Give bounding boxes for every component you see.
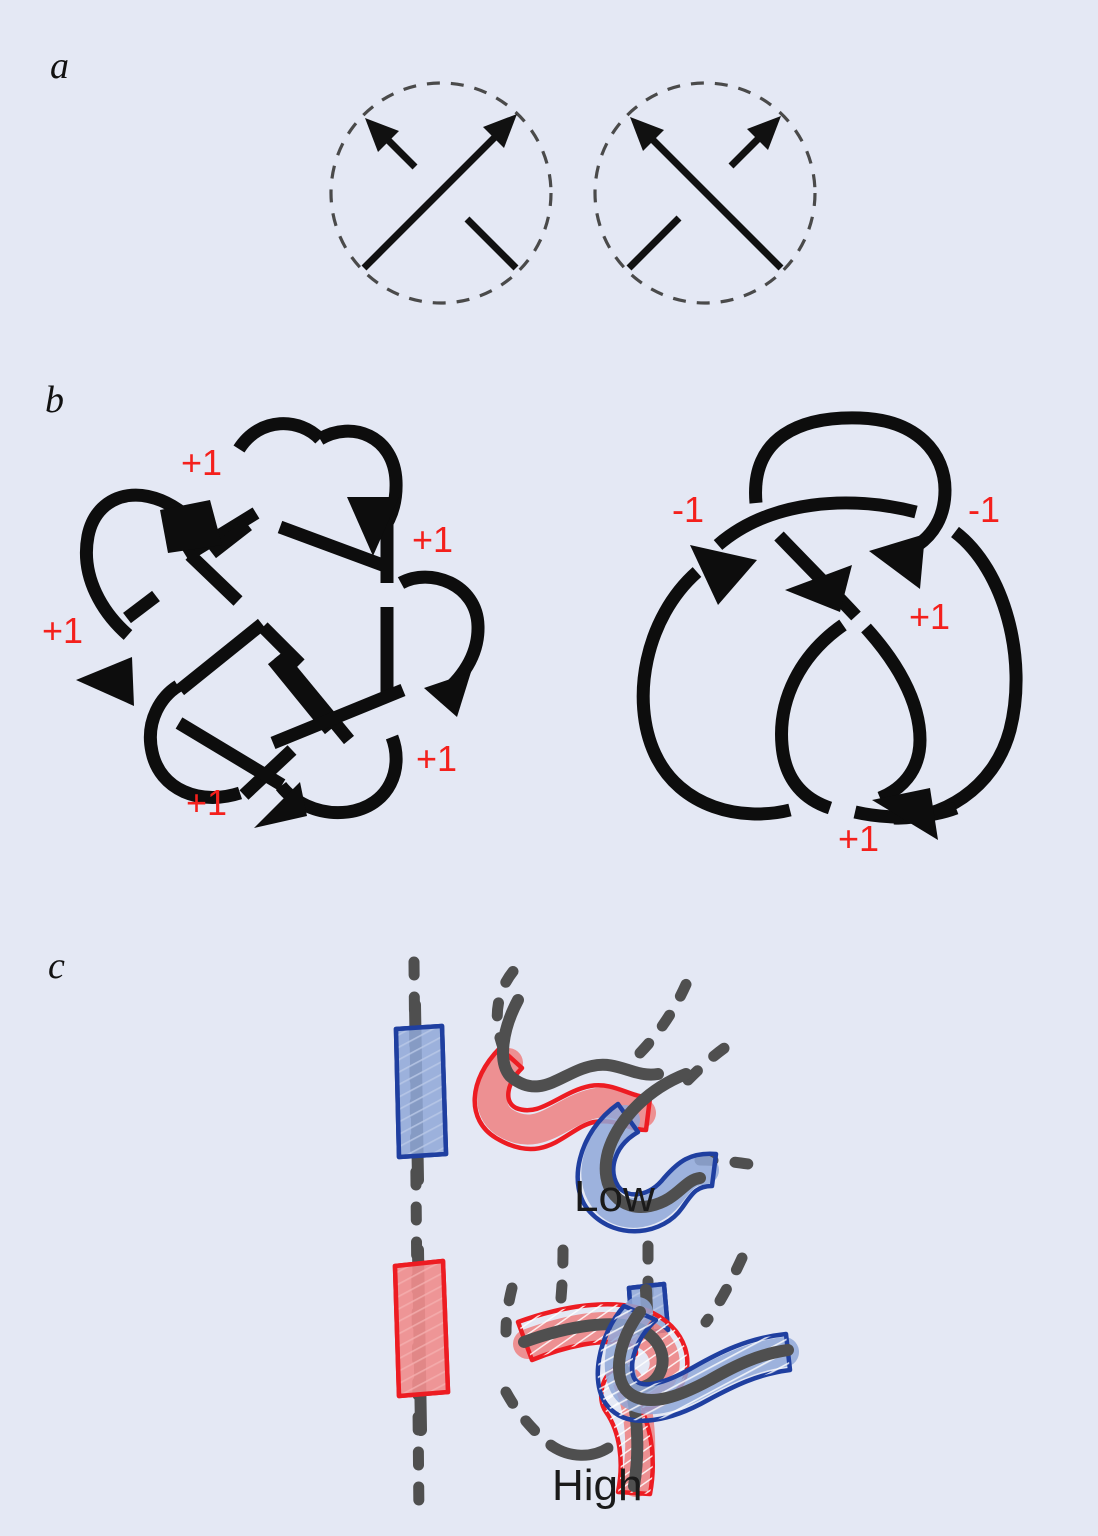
arrowhead-w <box>76 657 134 706</box>
crossing-sign-b-left-0: +1 <box>181 442 222 483</box>
low-blue-ribbon-outline <box>575 1101 719 1234</box>
over-strand-left <box>361 123 509 271</box>
panel-c-label: c <box>48 945 65 987</box>
crossing-sign-b-left-4: +1 <box>186 782 227 823</box>
fe-left-lobe <box>636 567 792 821</box>
chord-2b <box>123 590 160 624</box>
high-blue-ribbon <box>595 1297 799 1423</box>
fe-arrowhead-left <box>690 545 757 605</box>
crossing-sign-b-right-0: -1 <box>672 489 704 530</box>
fe-arrowhead-right <box>869 534 925 589</box>
high-tail-lower-left <box>500 1386 558 1452</box>
low-tail-mid-right <box>682 1032 746 1086</box>
legend-box-high-outline <box>392 1258 451 1399</box>
low-red-ribbon-outline <box>472 1045 653 1152</box>
legend-axis <box>392 956 451 1526</box>
arrowhead-ne-right <box>747 116 781 150</box>
high-tail-upper-left <box>500 1282 518 1338</box>
legend-box-low-outline <box>393 1023 449 1160</box>
low-blue-core <box>599 1068 706 1213</box>
fe-horizontal-over <box>713 496 918 550</box>
low-blue-ribbon-fill <box>581 1105 719 1228</box>
arrowhead-nw-right <box>630 117 664 151</box>
chord-4b <box>258 622 305 669</box>
dashed-circle-left <box>329 81 553 305</box>
high-state-label: High <box>552 1461 643 1510</box>
crossing-sign-b-left-2: +1 <box>42 610 83 651</box>
fe-arrowhead-bottom <box>872 788 938 840</box>
arrowhead-ne-down <box>347 497 399 556</box>
under-strand-right-lower <box>626 215 682 271</box>
fe-inner-ul <box>774 531 861 621</box>
lobe-n-left <box>233 417 325 453</box>
negative-crossing-diagram <box>593 81 817 305</box>
panel-b: b <box>42 379 1023 859</box>
high-supercoiling-state: High <box>500 1240 799 1510</box>
low-state-label: Low <box>574 1172 655 1221</box>
low-tail-upper-right <box>634 969 696 1059</box>
arrowhead-nw-top <box>160 500 222 553</box>
crossing-sign-b-right-2: +1 <box>909 596 950 637</box>
fe-teardrop-left <box>775 619 847 815</box>
chord-2a <box>208 519 252 559</box>
high-blue-ribbon-hatch <box>597 1306 790 1421</box>
low-blue-ribbon <box>575 1068 719 1234</box>
arrowhead-nw-left <box>365 118 399 152</box>
star-line-a <box>175 618 267 696</box>
fe-inner-dr <box>861 623 927 805</box>
over-strand-right <box>638 125 784 271</box>
fe-top-arc <box>749 411 952 504</box>
star-line-c2 <box>273 650 355 745</box>
dashed-circle-right <box>593 81 817 305</box>
figure-eight-knot: -1 -1 +1 +1 <box>636 411 1023 859</box>
fe-arrowhead-mid <box>785 565 852 612</box>
star-line-d <box>270 683 406 750</box>
crossing-sign-b-right-1: -1 <box>968 489 1000 530</box>
positive-crossing-diagram <box>329 81 553 305</box>
panel-b-label: b <box>45 379 64 421</box>
high-blue-core <box>612 1306 794 1406</box>
high-lower-left-solid <box>546 1440 614 1461</box>
crossing-sign-b-left-3: +1 <box>416 738 457 779</box>
chord-4a <box>185 550 243 606</box>
legend-box-high <box>392 1258 451 1399</box>
high-tail-top <box>554 1244 569 1314</box>
panel-a-label: a <box>50 45 69 87</box>
crossing-sign-b-right-3: +1 <box>838 818 879 859</box>
high-tail-upper-right <box>700 1252 748 1328</box>
panel-a: a <box>50 45 817 305</box>
star-line-b <box>175 717 286 791</box>
crossing-sign-b-left-1: +1 <box>412 519 453 560</box>
panel-c: c <box>48 945 799 1526</box>
under-strand-left-lower <box>464 216 519 271</box>
chord-1b <box>277 520 391 574</box>
chord-1a <box>182 507 260 562</box>
legend-box-low <box>393 1023 449 1160</box>
arrowhead-e <box>424 672 471 717</box>
cinquefoil-knot: +1 +1 +1 +1 +1 <box>42 417 485 828</box>
arrowhead-s <box>254 782 307 828</box>
arrowhead-ne-left <box>483 114 517 148</box>
low-supercoiling-state: Low <box>472 962 754 1234</box>
lobe-sw <box>143 680 243 804</box>
low-red-core <box>497 994 664 1093</box>
lobe-nw <box>80 488 201 640</box>
